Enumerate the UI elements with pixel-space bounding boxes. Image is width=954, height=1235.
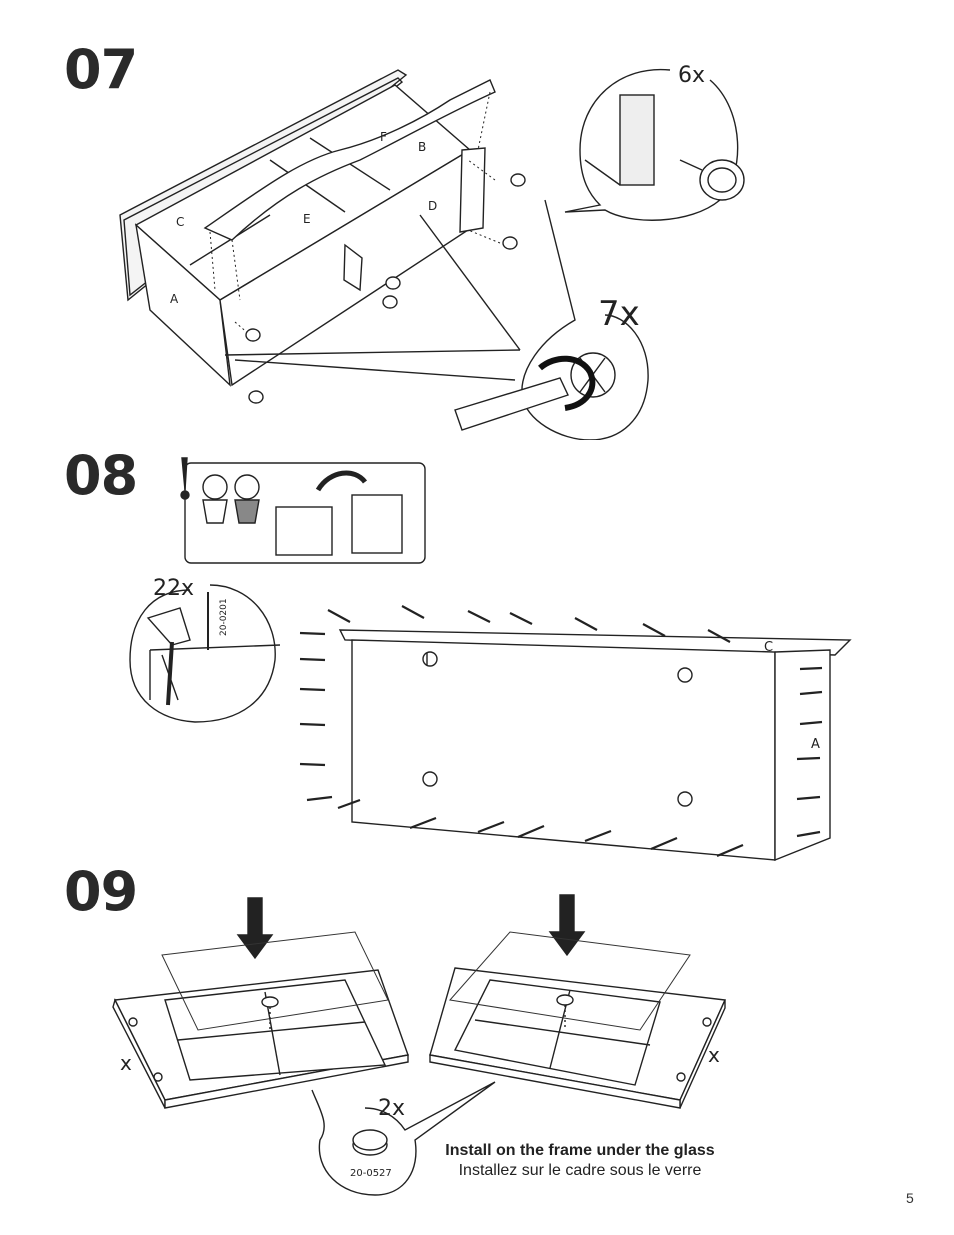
label-a: A [170,292,179,306]
qty-2x: 2x [378,1096,405,1121]
step-08-number: 08 [64,444,138,507]
step-07-illustration: F B C E D A 6x 7x [119,63,745,440]
screw-code-20-0201: 20-0201 [219,598,229,636]
label-c: C [176,215,184,229]
qty-x-left: x [120,1051,132,1075]
label-d: D [428,199,437,213]
step-09-caption: Install on the frame under the glass Ins… [420,1142,740,1180]
qty-7x: 7x [598,294,640,334]
step-08-illustration: 22x 20-0201 C A [129,457,852,862]
label-c-step08: C [764,640,773,655]
label-a-step08: A [811,737,820,752]
bumper-code-20-0527: 20-0527 [350,1168,392,1179]
label-e: E [303,212,311,226]
qty-22x: 22x [153,576,194,601]
caption-french: Installez sur le cadre sous le verre [458,1162,702,1179]
step-09-number: 09 [64,860,138,923]
qty-x-right: x [708,1043,720,1067]
label-b: B [418,140,426,154]
caption-english: Install on the frame under the glass [445,1142,715,1159]
page-number: 5 [906,1190,914,1206]
qty-6x: 6x [678,63,705,88]
step-07-number: 07 [64,38,138,101]
label-f: F [380,130,387,144]
